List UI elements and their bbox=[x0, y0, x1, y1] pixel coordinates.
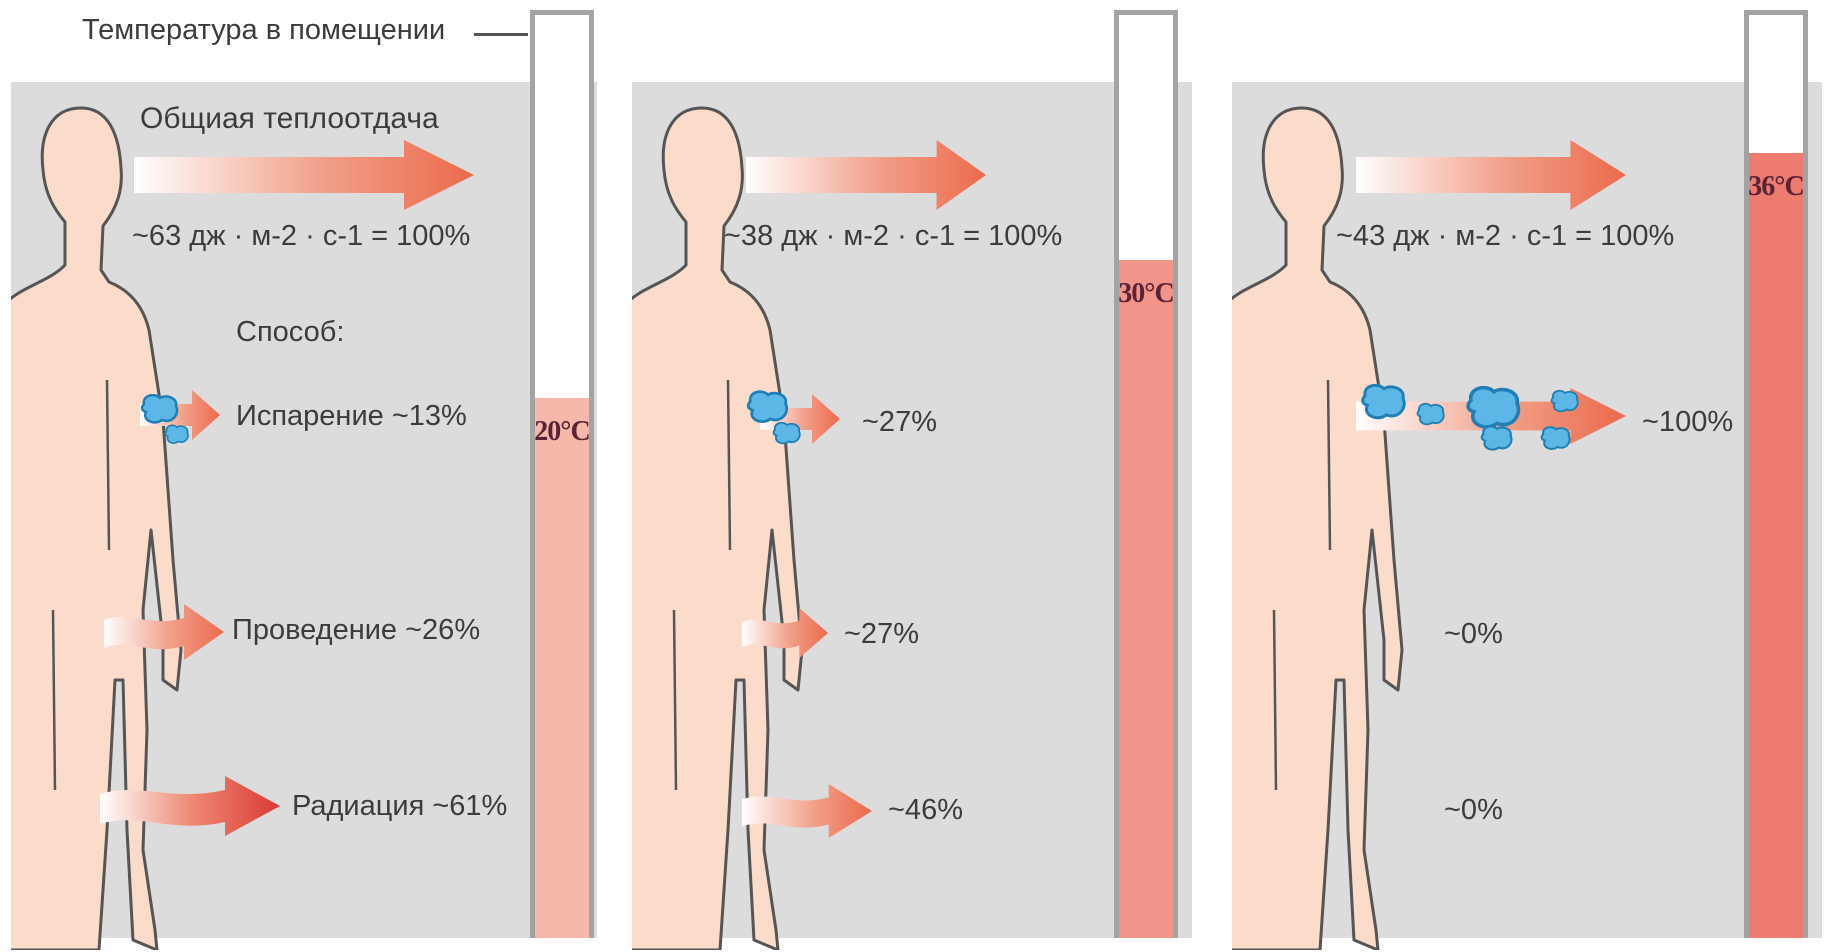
heat-arrow-icon bbox=[746, 140, 986, 210]
sweat-drops-icon bbox=[140, 392, 200, 452]
human-figure-icon bbox=[1232, 90, 1432, 950]
room-label-leader-line bbox=[474, 33, 528, 36]
thermometer: 30°C bbox=[1114, 10, 1178, 938]
evaporation-label: ~27% bbox=[862, 406, 937, 439]
temperature-label: 36°C bbox=[1739, 171, 1813, 203]
sweat-drops-icon bbox=[1360, 380, 1620, 460]
room-temperature-label: Температура в помещении bbox=[82, 14, 445, 47]
heat-arrow-icon bbox=[100, 776, 280, 836]
thermometer: 36°C bbox=[1744, 10, 1808, 938]
conduction-label: ~27% bbox=[844, 618, 919, 651]
total-heat-loss-value: ~38 дж · м-2 · с-1 = 100% bbox=[724, 220, 1062, 253]
radiation-label: Радиация ~61% bbox=[292, 790, 507, 823]
thermometer: 20°C bbox=[530, 10, 594, 938]
heat-arrow-icon bbox=[742, 608, 828, 658]
total-heat-loss-value: ~43 дж · м-2 · с-1 = 100% bbox=[1336, 220, 1674, 253]
radiation-label: ~0% bbox=[1444, 794, 1503, 827]
heat-arrow-icon bbox=[134, 140, 474, 210]
evaporation-label: ~100% bbox=[1642, 406, 1733, 439]
method-label: Способ: bbox=[236, 316, 344, 349]
total-heat-loss-title: Общиая теплоотдача bbox=[140, 102, 439, 136]
conduction-label: Проведение ~26% bbox=[232, 614, 480, 647]
temperature-label: 20°C bbox=[525, 416, 599, 448]
temperature-label: 30°C bbox=[1109, 278, 1183, 310]
thermometer-fill bbox=[1749, 153, 1803, 938]
heat-arrow-icon bbox=[742, 784, 872, 838]
heat-arrow-icon bbox=[1356, 140, 1626, 210]
evaporation-label: Испарение ~13% bbox=[236, 400, 467, 433]
total-heat-loss-value: ~63 дж · м-2 · с-1 = 100% bbox=[132, 220, 470, 253]
thermometer-fill bbox=[535, 398, 589, 938]
heat-arrow-icon bbox=[104, 604, 224, 660]
conduction-label: ~0% bbox=[1444, 618, 1503, 651]
radiation-label: ~46% bbox=[888, 794, 963, 827]
sweat-drops-icon bbox=[746, 390, 806, 454]
thermometer-fill bbox=[1119, 260, 1173, 938]
